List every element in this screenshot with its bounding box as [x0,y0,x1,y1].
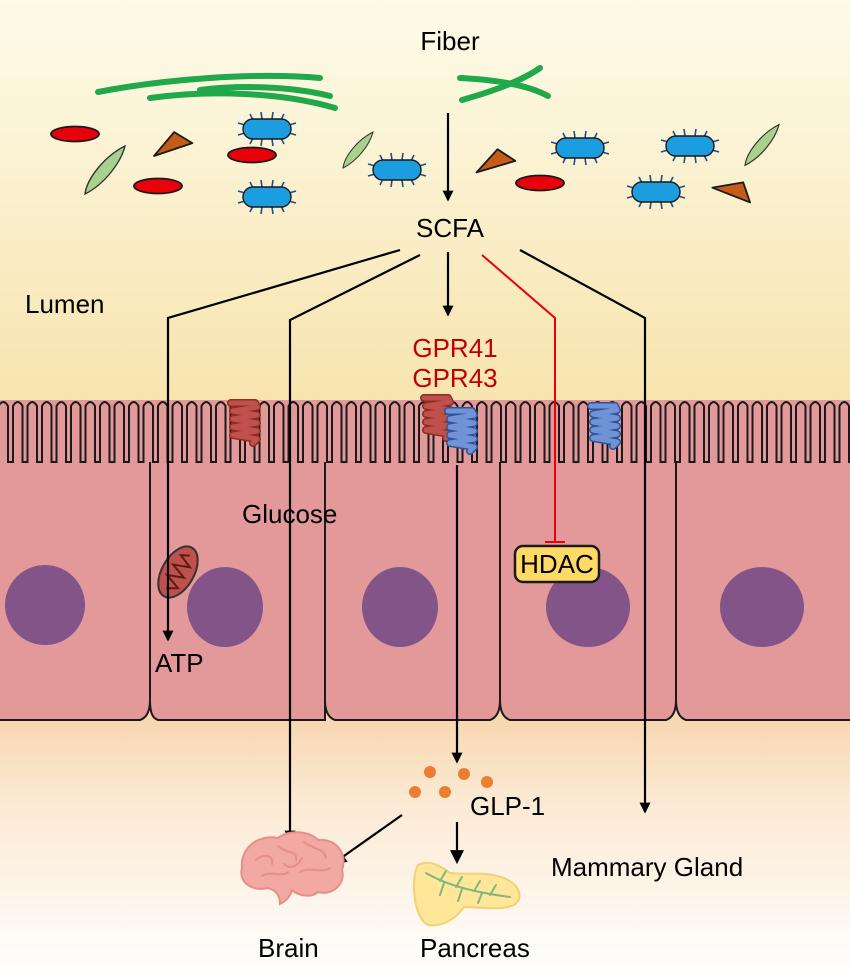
gpcr-receptor-icon [424,398,450,438]
serosa-background [0,700,850,978]
epithelial-cell [149,409,326,721]
gpcr-receptor-icon [231,403,257,443]
microvilli [0,401,850,463]
gpr41-label: GPR41 [412,333,497,363]
brain-label: Brain [258,933,319,963]
nucleus [546,567,630,647]
glp1-label: GLP-1 [470,791,545,821]
fiber-label: Fiber [420,26,480,56]
brain-icon [240,831,345,906]
glucose-label: Glucose [242,499,337,529]
pathway-arrows [162,113,651,865]
nuclei [5,565,804,647]
scfa-to-mammary-arrow [519,249,651,814]
mammary-gland-label: Mammary Gland [551,852,743,882]
fiber-icon [95,65,551,111]
hdac-label: HDAC [520,549,594,579]
epithelial-cells [0,400,850,721]
pancreas-icon [412,861,521,927]
nucleus [720,567,804,647]
hdac-box [513,544,601,584]
hdac-inhibition-line [481,254,565,543]
labels: Fiber SCFA Lumen GPR41 GPR43 Glucose HDA… [25,26,743,963]
nucleus [362,567,438,647]
pancreas-label: Pancreas [420,933,530,963]
epithelial-cell [675,409,850,721]
lumen-label: Lumen [25,289,105,319]
gpr43-label: GPR43 [412,363,497,393]
red-capsule [133,177,183,195]
red-capsule [227,146,277,164]
glp1-granules [409,766,493,798]
red-capsule [515,174,565,192]
scfa-label: SCFA [416,213,485,243]
gpcr-receptor-icon [448,411,474,451]
lumen-background [0,0,850,420]
red-capsule [50,125,100,143]
gpcr-receptor-icon [591,406,617,446]
atp-label: ATP [155,648,204,678]
scfa-to-brain-arrow [284,254,421,842]
nucleus [5,565,85,645]
nucleus [187,567,263,647]
glp1-to-brain-arrow [332,814,403,865]
scfa-to-atp-arrow [162,248,401,642]
